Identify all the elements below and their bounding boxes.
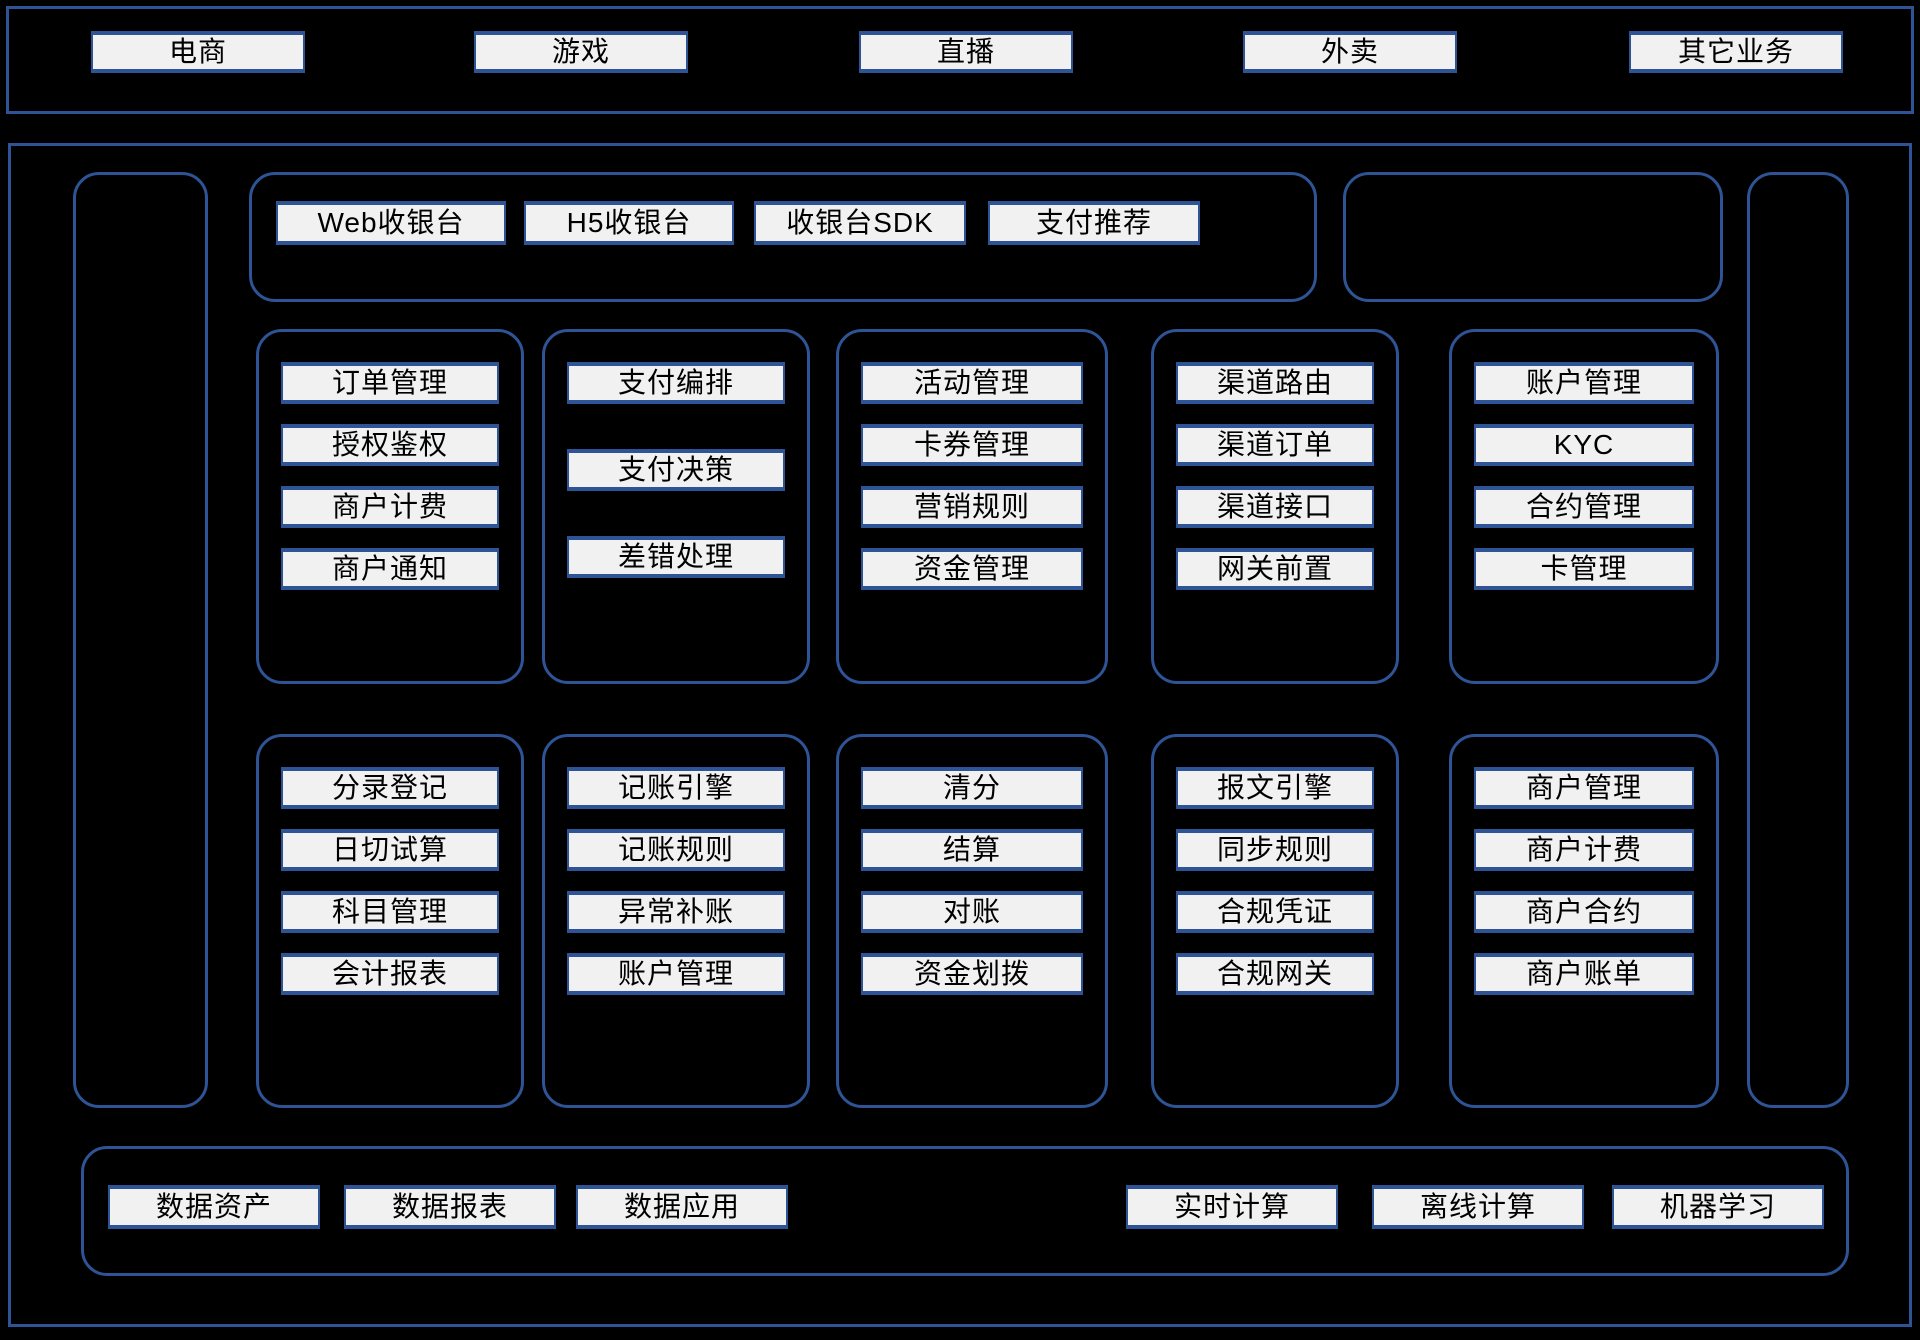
checkout-chip[interactable]: Web收银台	[276, 201, 506, 245]
marketing-group: 活动管理卡券管理营销规则资金管理	[836, 329, 1108, 684]
merchant-group: 商户管理商户计费商户合约商户账单	[1449, 734, 1719, 1108]
data-platform-chip[interactable]: 数据应用	[576, 1185, 788, 1229]
channel-group: 渠道路由渠道订单渠道接口网关前置	[1151, 329, 1399, 684]
module-chip[interactable]: 渠道订单	[1176, 424, 1374, 466]
data-platform-chip[interactable]: 机器学习	[1612, 1185, 1824, 1229]
module-chip[interactable]: 结算	[861, 829, 1083, 871]
module-chip[interactable]: 报文引擎	[1176, 767, 1374, 809]
data-platform-chip[interactable]: 离线计算	[1372, 1185, 1584, 1229]
module-chip[interactable]: 账户管理	[1474, 362, 1694, 404]
module-chip[interactable]: 商户计费	[1474, 829, 1694, 871]
module-chip[interactable]: 合规凭证	[1176, 891, 1374, 933]
module-chip[interactable]: 商户合约	[1474, 891, 1694, 933]
module-chip[interactable]: 记账规则	[567, 829, 785, 871]
module-chip[interactable]: 记账引擎	[567, 767, 785, 809]
module-chip[interactable]: 对账	[861, 891, 1083, 933]
payment-orchestration-group: 支付编排支付决策差错处理	[542, 329, 810, 684]
business-line-chip[interactable]: 电商	[91, 31, 305, 73]
checkout-layer-group: Web收银台 H5收银台收银台SDK 支付推荐	[249, 172, 1317, 302]
left-rail-panel	[73, 172, 208, 1108]
module-chip[interactable]: 清分	[861, 767, 1083, 809]
compliance-group: 报文引擎同步规则合规凭证合规网关	[1151, 734, 1399, 1108]
module-chip[interactable]: 商户账单	[1474, 953, 1694, 995]
business-lines-row: 电商 游戏 直播 外卖 其它业务	[9, 9, 1911, 111]
module-chip[interactable]: 同步规则	[1176, 829, 1374, 871]
module-chip[interactable]: 日切试算	[281, 829, 499, 871]
account-group: 账户管理 KYC 合约管理卡管理	[1449, 329, 1719, 684]
module-chip[interactable]: KYC	[1474, 424, 1694, 466]
module-chip[interactable]: 合规网关	[1176, 953, 1374, 995]
business-line-chip[interactable]: 其它业务	[1629, 31, 1843, 73]
data-platform-chip[interactable]: 实时计算	[1126, 1185, 1338, 1229]
module-chip[interactable]: 商户计费	[281, 486, 499, 528]
module-chip[interactable]: 活动管理	[861, 362, 1083, 404]
module-chip[interactable]: 支付决策	[567, 449, 785, 491]
module-chip[interactable]: 支付编排	[567, 362, 785, 404]
module-chip[interactable]: 渠道路由	[1176, 362, 1374, 404]
module-chip[interactable]: 网关前置	[1176, 548, 1374, 590]
data-platform-group: 数据资产数据报表数据应用 实时计算离线计算机器学习	[81, 1146, 1849, 1276]
business-lines-band: 电商 游戏 直播 外卖 其它业务	[6, 6, 1914, 114]
module-chip[interactable]: 会计报表	[281, 953, 499, 995]
module-chip[interactable]: 差错处理	[567, 536, 785, 578]
module-chip[interactable]: 卡券管理	[861, 424, 1083, 466]
business-line-chip[interactable]: 外卖	[1243, 31, 1457, 73]
module-chip[interactable]: 资金管理	[861, 548, 1083, 590]
business-line-chip[interactable]: 游戏	[474, 31, 688, 73]
module-chip[interactable]: 卡管理	[1474, 548, 1694, 590]
module-chip[interactable]: 异常补账	[567, 891, 785, 933]
checkout-chip[interactable]: 支付推荐	[988, 201, 1200, 245]
module-chip[interactable]: 商户通知	[281, 548, 499, 590]
module-chip[interactable]: 营销规则	[861, 486, 1083, 528]
module-chip[interactable]: 资金划拨	[861, 953, 1083, 995]
module-chip[interactable]: 科目管理	[281, 891, 499, 933]
clearing-group: 清分结算对账资金划拨	[836, 734, 1108, 1108]
order-group: 订单管理授权鉴权商户计费商户通知	[256, 329, 524, 684]
module-chip[interactable]: 授权鉴权	[281, 424, 499, 466]
data-platform-chip[interactable]: 数据报表	[344, 1185, 556, 1229]
module-chip[interactable]: 合约管理	[1474, 486, 1694, 528]
bookkeeping-group: 记账引擎记账规则异常补账账户管理	[542, 734, 810, 1108]
module-chip[interactable]: 订单管理	[281, 362, 499, 404]
checkout-chip[interactable]: H5收银台	[524, 201, 734, 245]
data-platform-chip[interactable]: 数据资产	[108, 1185, 320, 1229]
right-rail-panel	[1747, 172, 1849, 1108]
top-right-blank-panel	[1343, 172, 1723, 302]
module-chip[interactable]: 分录登记	[281, 767, 499, 809]
module-chip[interactable]: 渠道接口	[1176, 486, 1374, 528]
business-line-chip[interactable]: 直播	[859, 31, 1073, 73]
module-chip[interactable]: 账户管理	[567, 953, 785, 995]
module-chip[interactable]: 商户管理	[1474, 767, 1694, 809]
checkout-chip[interactable]: 收银台SDK	[754, 201, 966, 245]
accounting-group: 分录登记日切试算科目管理会计报表	[256, 734, 524, 1108]
